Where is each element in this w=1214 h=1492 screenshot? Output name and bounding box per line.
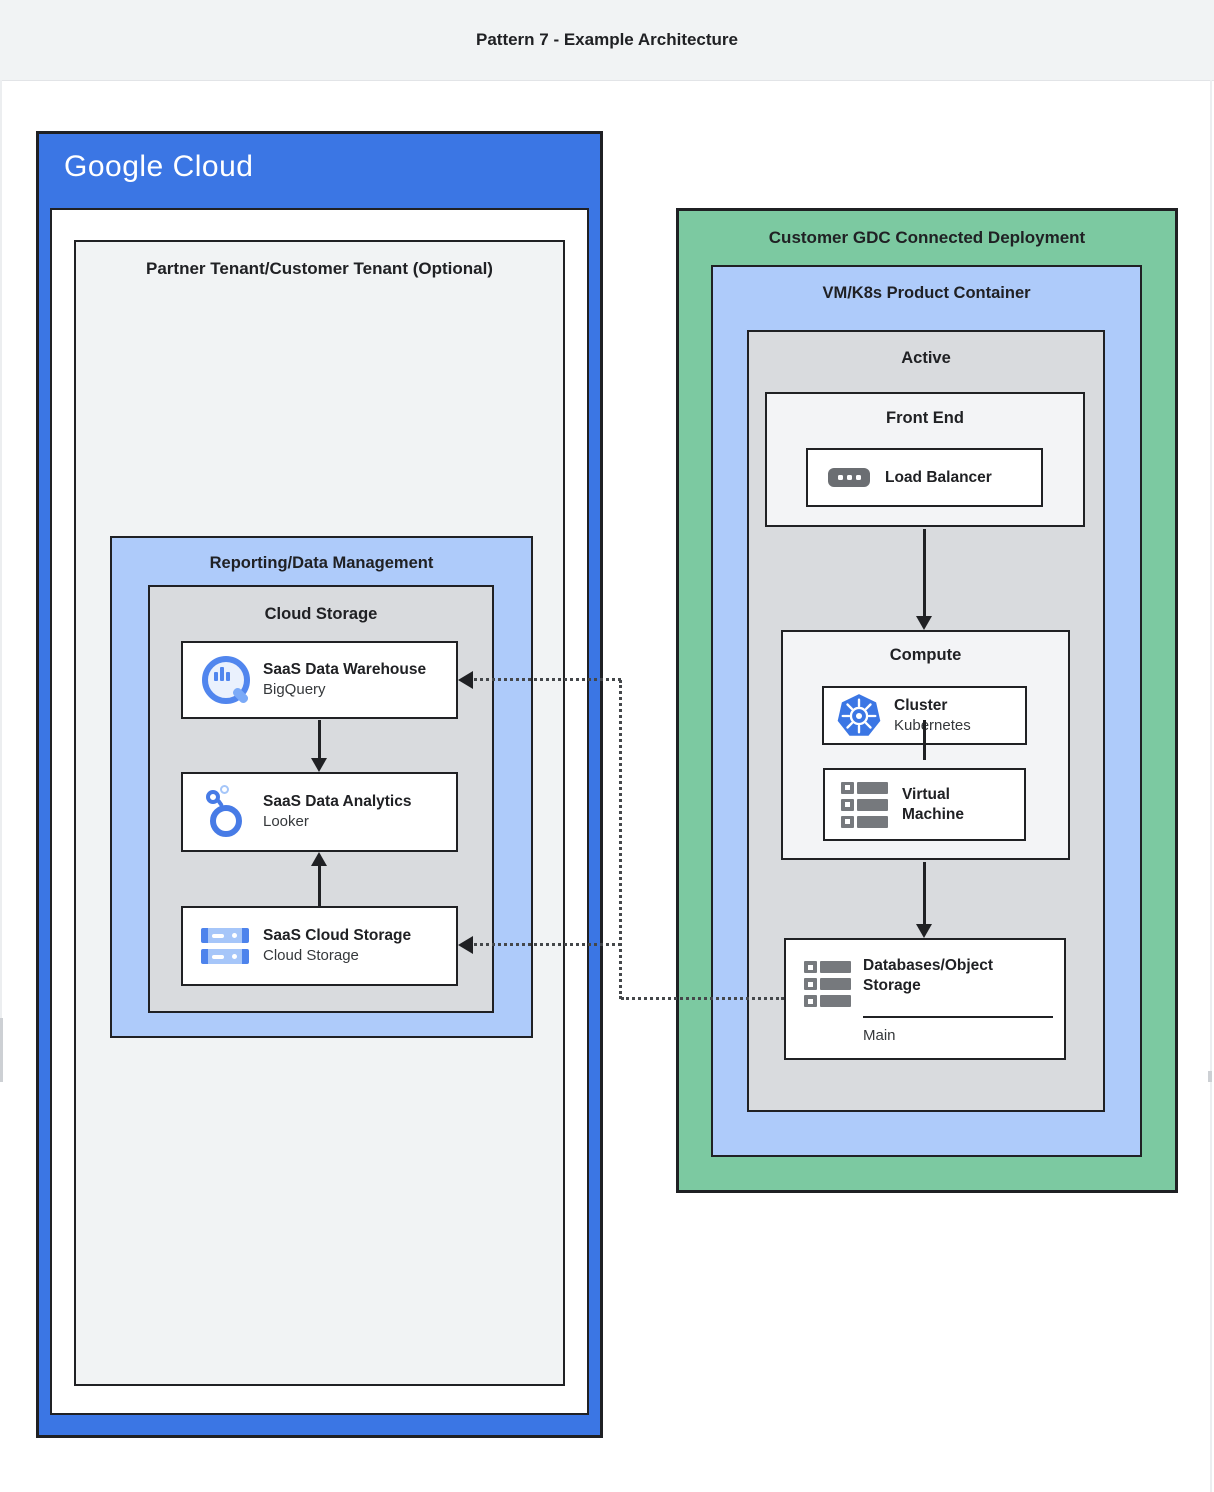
card-title: Databases/Object Storage bbox=[863, 957, 994, 994]
dotted-connector-from-databases bbox=[621, 997, 784, 1000]
bigquery-icon bbox=[201, 655, 251, 705]
gdc-deployment-label: Customer GDC Connected Deployment bbox=[768, 228, 1086, 247]
virtual-machine-icon bbox=[841, 781, 888, 828]
active-group-label: Active bbox=[901, 349, 951, 367]
saas-data-analytics-card: SaaS Data Analytics Looker bbox=[181, 772, 458, 852]
dotted-connector-vertical bbox=[619, 680, 622, 999]
card-subtitle: Kubernetes bbox=[894, 716, 971, 734]
card-title: SaaS Data Warehouse bbox=[263, 661, 427, 678]
card-title: Virtual Machine bbox=[902, 785, 965, 823]
card-title: Cluster bbox=[894, 696, 948, 714]
arrowhead-up bbox=[311, 852, 327, 866]
card-title: SaaS Cloud Storage bbox=[263, 927, 412, 944]
cloud-storage-icon bbox=[201, 928, 249, 964]
databases-object-storage-card: Databases/Object Storage Main bbox=[784, 938, 1066, 1060]
arrow-storage-to-analytics-line bbox=[318, 866, 321, 906]
card-section-label: Main bbox=[863, 1027, 896, 1044]
dotted-connector-to-warehouse bbox=[474, 678, 621, 681]
database-storage-icon bbox=[804, 961, 851, 1007]
google-cloud-logo: Google Cloud bbox=[64, 150, 254, 183]
cloud-storage-group-label: Cloud Storage bbox=[264, 605, 378, 623]
arrowhead-down bbox=[311, 758, 327, 772]
arrowhead-down bbox=[916, 616, 932, 630]
partner-tenant-label: Partner Tenant/Customer Tenant (Optional… bbox=[146, 259, 493, 278]
page-edge-line-left bbox=[0, 80, 2, 1082]
saas-data-warehouse-card: SaaS Data Warehouse BigQuery bbox=[181, 641, 458, 719]
kubernetes-icon bbox=[837, 693, 881, 736]
arrowhead-left bbox=[458, 936, 473, 954]
card-subtitle: Looker bbox=[263, 813, 309, 830]
arrow-frontend-to-compute-line bbox=[923, 529, 926, 618]
load-balancer-card: Load Balancer bbox=[806, 448, 1043, 507]
card-title: SaaS Data Analytics bbox=[263, 793, 412, 810]
cluster-card: Cluster Kubernetes bbox=[822, 686, 1027, 745]
page-title: Pattern 7 - Example Architecture bbox=[475, 30, 738, 49]
reporting-data-management-label: Reporting/Data Management bbox=[209, 554, 434, 572]
compute-label: Compute bbox=[889, 646, 962, 664]
vmk8s-product-container-label: VM/K8s Product Container bbox=[822, 284, 1031, 302]
title-bar: Pattern 7 - Example Architecture bbox=[0, 0, 1214, 81]
arrow-compute-to-databases-line bbox=[923, 862, 926, 926]
saas-cloud-storage-card: SaaS Cloud Storage Cloud Storage bbox=[181, 906, 458, 986]
page-edge-line-right bbox=[1210, 80, 1212, 1492]
load-balancer-icon bbox=[828, 468, 870, 487]
arrowhead-left bbox=[458, 671, 473, 689]
virtual-machine-card: Virtual Machine bbox=[823, 768, 1026, 841]
card-title: Load Balancer bbox=[885, 468, 992, 486]
card-subtitle: BigQuery bbox=[263, 681, 326, 698]
arrow-warehouse-to-analytics-line bbox=[318, 720, 321, 760]
front-end-label: Front End bbox=[886, 409, 964, 427]
card-divider bbox=[863, 1016, 1053, 1018]
arrowhead-down bbox=[916, 924, 932, 938]
card-subtitle: Cloud Storage bbox=[263, 947, 359, 964]
arrow-warehouse-to-analytics bbox=[923, 720, 926, 760]
page-edge-tick-left bbox=[0, 1018, 3, 1082]
dotted-connector-to-cloud-storage bbox=[474, 943, 621, 946]
looker-icon bbox=[201, 785, 251, 838]
page-edge-tick-right bbox=[1208, 1071, 1212, 1082]
